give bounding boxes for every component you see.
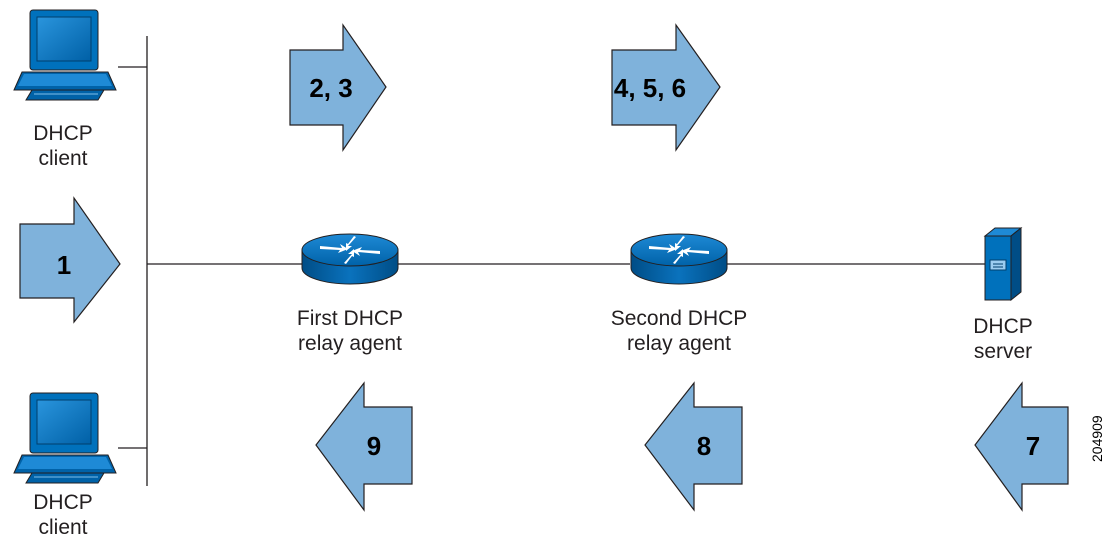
client-label-line2: client bbox=[38, 147, 88, 170]
server-icon bbox=[983, 226, 1023, 302]
second-relay-label: Second DHCP relay agent bbox=[590, 306, 768, 356]
flow-arrow-8: 8 bbox=[644, 381, 743, 512]
relay-label-line2: relay agent bbox=[298, 332, 402, 355]
relay-label-line2: relay agent bbox=[627, 332, 731, 355]
flow-arrow-label: 8 bbox=[697, 431, 711, 461]
flow-arrow-label: 7 bbox=[1026, 431, 1040, 461]
flow-arrow-label: 1 bbox=[57, 250, 71, 280]
flow-arrow-4-5-6: 4, 5, 6 bbox=[611, 23, 721, 152]
flow-arrow-label: 4, 5, 6 bbox=[614, 73, 686, 103]
server-label-line1: DHCP bbox=[973, 315, 1033, 338]
router-icon bbox=[630, 233, 728, 285]
flow-arrow-2-3: 2, 3 bbox=[289, 23, 387, 152]
relay-label-line1: Second DHCP bbox=[610, 307, 748, 330]
flow-arrow-label: 9 bbox=[367, 431, 381, 461]
first-relay-label: First DHCP relay agent bbox=[270, 306, 430, 356]
client-label-line2: client bbox=[38, 516, 88, 539]
flow-arrow-1: 1 bbox=[19, 196, 121, 324]
flow-arrow-9: 9 bbox=[315, 381, 413, 512]
flow-arrow-label: 2, 3 bbox=[309, 73, 352, 103]
network-links bbox=[118, 36, 985, 486]
client-label-bottom: DHCP client bbox=[14, 490, 112, 540]
figure-id: 204909 bbox=[1089, 415, 1102, 462]
router-icon bbox=[301, 233, 399, 285]
server-label: DHCP server bbox=[962, 314, 1044, 364]
computer-icon bbox=[13, 392, 117, 484]
client-label-line1: DHCP bbox=[33, 122, 93, 145]
relay-label-line1: First DHCP bbox=[296, 307, 404, 330]
flow-arrow-7: 7 bbox=[974, 381, 1069, 512]
server-label-line2: server bbox=[973, 340, 1033, 363]
client-label-top: DHCP client bbox=[14, 121, 112, 171]
computer-icon bbox=[13, 9, 117, 101]
client-label-line1: DHCP bbox=[33, 491, 93, 514]
